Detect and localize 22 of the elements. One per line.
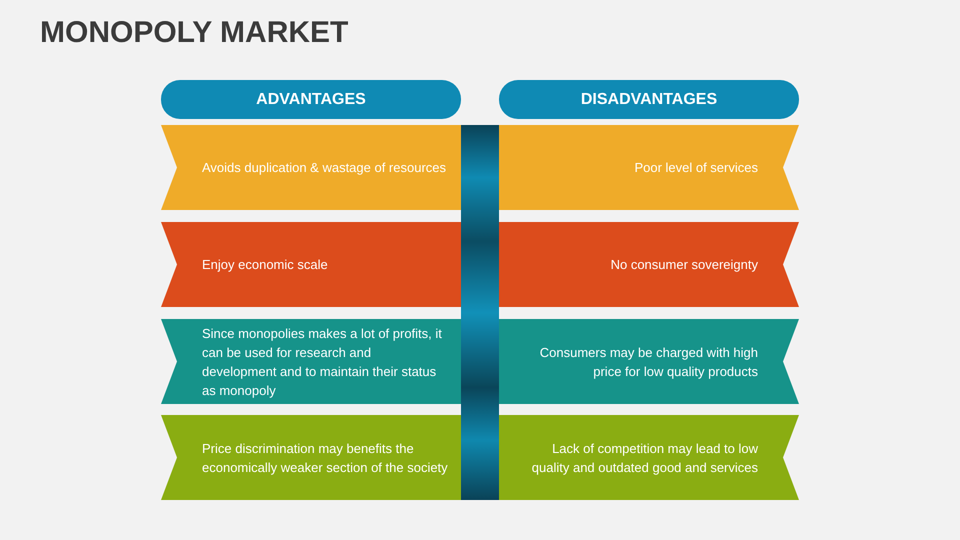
disadvantage-ribbon — [499, 222, 799, 307]
advantage-ribbon — [161, 125, 461, 210]
column-heading-pill — [161, 80, 461, 119]
banner-text: Since monopolies makes a lot of profits, it can be used for research and development and to maintain their status as monopoly — [202, 324, 443, 400]
column-heading: ADVANTAGES — [256, 90, 366, 110]
advantage-ribbon — [161, 319, 461, 404]
banner-text: Consumers may be charged with high price for low quality products — [538, 344, 758, 380]
center-pillar — [461, 125, 499, 500]
banner-text: Avoids duplication & wastage of resources — [202, 159, 446, 177]
disadvantage-ribbon — [499, 319, 799, 404]
banner-text: No consumer sovereignty — [610, 256, 758, 274]
column-heading: DISADVANTAGES — [580, 90, 718, 110]
banner-text: Poor level of services — [634, 159, 758, 177]
page-title: MONOPOLY MARKET — [40, 15, 348, 51]
disadvantage-ribbon — [499, 415, 799, 500]
advantage-ribbon — [161, 415, 461, 500]
column-heading-pill — [499, 80, 799, 119]
banner-text: Price discrimination may benefits the economically weaker section of the society — [202, 440, 449, 476]
disadvantage-ribbon — [499, 125, 799, 210]
banner-text: Enjoy economic scale — [202, 256, 328, 274]
banner-text: Lack of competition may lead to low quality and outdated good and services — [531, 440, 758, 476]
advantage-ribbon — [161, 222, 461, 307]
